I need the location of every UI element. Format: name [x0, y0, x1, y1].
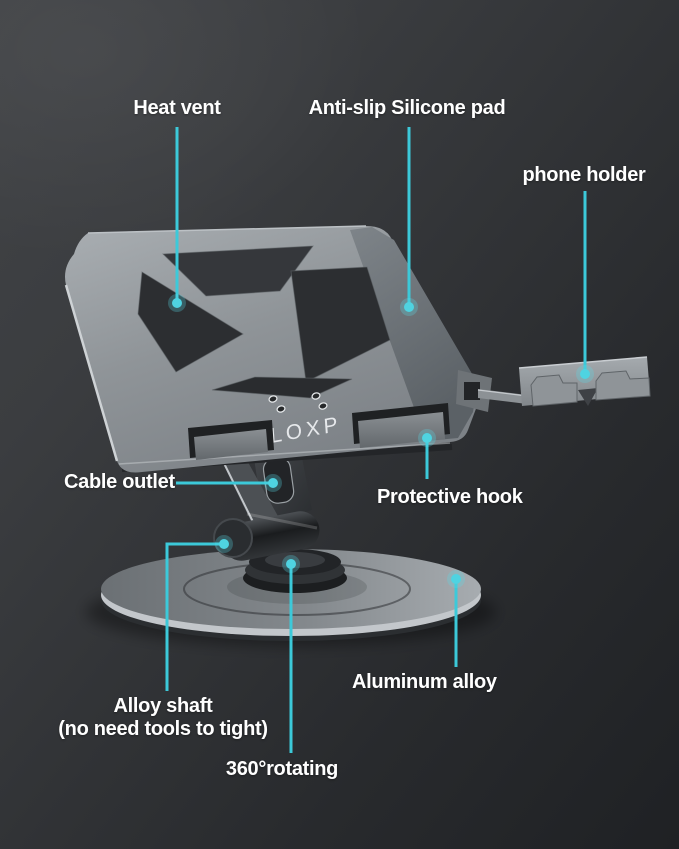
label-anti-slip-pad: Anti-slip Silicone pad	[308, 97, 506, 119]
holder-arm-edge	[477, 389, 528, 397]
dot-protective-hook	[422, 433, 432, 443]
dot-phone-holder	[580, 369, 590, 379]
cutout-left	[137, 271, 244, 373]
label-cable-outlet: Cable outlet	[64, 471, 175, 493]
pivot-cap	[265, 552, 325, 568]
callout-dots	[168, 294, 594, 588]
callout-lines	[165, 127, 587, 753]
dot-alloy-shaft	[219, 539, 229, 549]
callout-line-alloy-shaft	[165, 542, 222, 691]
holder-left-hook	[530, 374, 578, 407]
screw	[268, 395, 278, 403]
holder-top-edge	[518, 356, 648, 369]
plate-screws	[268, 392, 328, 413]
label-alloy-shaft: Alloy shaft (no need tools to tight)	[58, 695, 268, 741]
label-phone-holder: phone holder	[522, 164, 646, 186]
front-stopper-lips	[188, 403, 450, 460]
dot-rotating	[286, 559, 296, 569]
plate-left-edge	[64, 284, 119, 462]
anti-slip-pad-strip	[350, 227, 478, 441]
stand-top-plate: LOXP	[64, 225, 479, 473]
alloy-shaft-hinge	[213, 511, 320, 561]
dot-heat-vent	[172, 298, 182, 308]
label-alloy-shaft-line1: Alloy shaft	[113, 695, 213, 717]
holder-joint-slot	[464, 382, 480, 400]
heat-vent-cutouts	[137, 245, 391, 399]
plate-bottom-edge	[118, 442, 451, 465]
holder-arm-bar	[478, 389, 527, 404]
hinge-highlight	[246, 512, 318, 530]
screw	[318, 402, 328, 410]
left-stopper-lip	[194, 429, 268, 460]
screw	[311, 392, 321, 400]
holder-right-hook	[595, 370, 651, 401]
label-heat-vent: Heat vent	[133, 97, 221, 119]
dot-aluminum-alloy	[451, 574, 461, 584]
cutout-right	[290, 266, 391, 383]
label-protective-hook: Protective hook	[377, 486, 523, 508]
dot-cable-outlet	[268, 478, 278, 488]
screw	[276, 405, 286, 413]
holder-notch	[578, 388, 598, 406]
dot-anti-slip	[404, 302, 414, 312]
phone-holder-assembly	[456, 356, 651, 412]
cutout-top	[161, 245, 315, 297]
plate-top-edge	[87, 225, 367, 234]
label-360-rotating: 360°rotating	[225, 758, 339, 780]
label-aluminum-alloy: Aluminum alloy	[352, 671, 497, 693]
label-alloy-shaft-line2: (no need tools to tight)	[58, 718, 268, 740]
